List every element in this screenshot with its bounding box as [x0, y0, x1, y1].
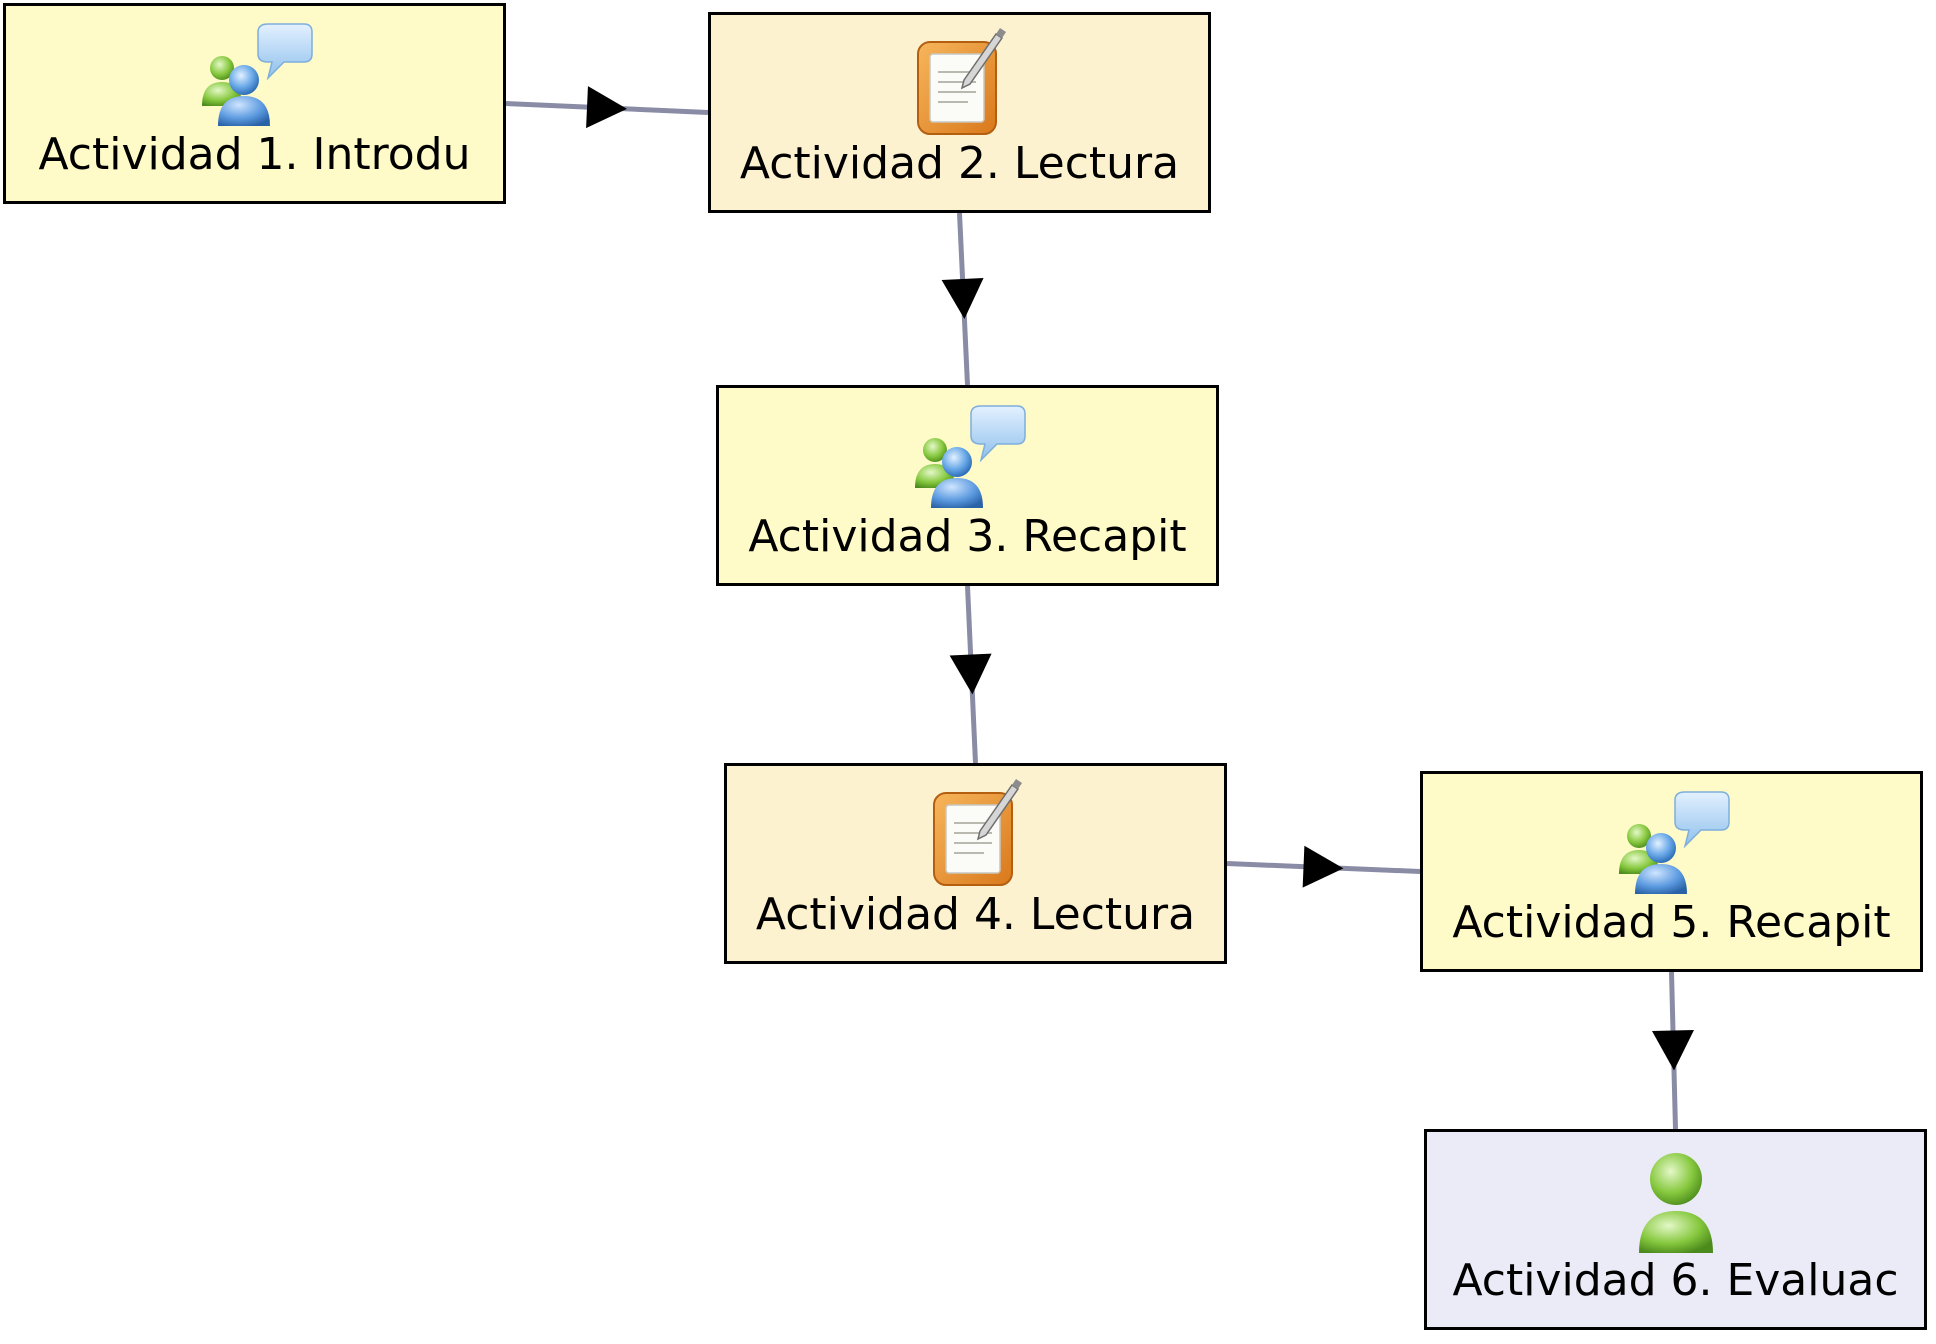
arrowhead-icon [1651, 1029, 1694, 1071]
activity-node-1[interactable]: Actividad 1. Introdu [3, 3, 506, 204]
activity-label: Actividad 5. Recapit [1452, 897, 1891, 948]
transition-arrow [949, 585, 992, 764]
activity-label: Actividad 1. Introdu [38, 129, 471, 180]
arrowhead-icon [586, 86, 627, 129]
activity-node-5[interactable]: Actividad 5. Recapit [1420, 771, 1923, 972]
transition-arrow [1651, 971, 1694, 1130]
transition-arrow [941, 212, 984, 386]
forum-chat-icon [1423, 791, 1920, 894]
arrowhead-icon [1302, 845, 1344, 888]
activity-node-4[interactable]: Actividad 4. Lectura [724, 763, 1227, 964]
activity-label: Actividad 3. Recapit [748, 511, 1187, 562]
transition-arrow [1226, 845, 1421, 888]
activity-label: Actividad 4. Lectura [755, 889, 1196, 940]
activity-node-2[interactable]: Actividad 2. Lectura [708, 12, 1211, 213]
activity-label: Actividad 6. Evaluac [1452, 1255, 1899, 1306]
transition-arrow [505, 86, 709, 129]
activity-label: Actividad 2. Lectura [739, 138, 1180, 189]
activity-node-6[interactable]: Actividad 6. Evaluac [1424, 1129, 1927, 1330]
notebook-task-icon [711, 28, 1208, 135]
forum-chat-icon [719, 405, 1216, 508]
user-icon [1427, 1150, 1924, 1253]
activity-node-3[interactable]: Actividad 3. Recapit [716, 385, 1219, 586]
arrowhead-icon [941, 278, 984, 319]
arrowhead-icon [949, 653, 992, 695]
forum-chat-icon [6, 23, 503, 126]
notebook-task-icon [727, 779, 1224, 886]
